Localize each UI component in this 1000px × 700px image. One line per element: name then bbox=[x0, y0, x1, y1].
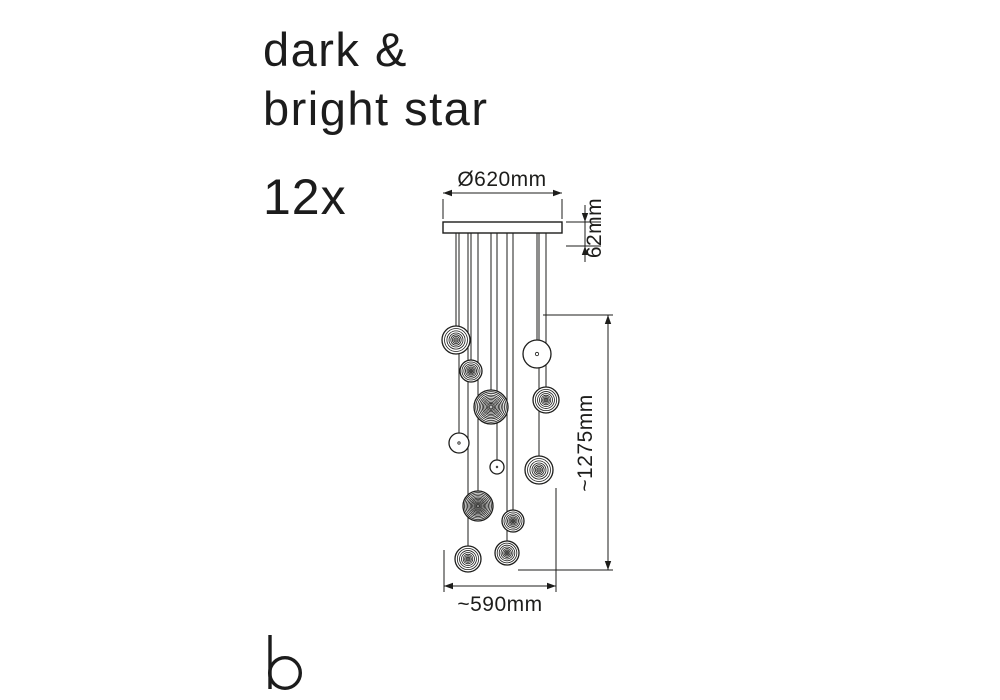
ceiling-canopy bbox=[442, 221, 563, 234]
pendant-sphere-ringed bbox=[524, 455, 554, 485]
pendant-sphere-ringed bbox=[454, 545, 482, 573]
pendant-sphere-plain bbox=[489, 459, 505, 475]
pendant-sphere-dense bbox=[473, 389, 509, 425]
quantity-label: 12x bbox=[263, 169, 347, 225]
product-title-line1: dark & bbox=[263, 23, 408, 76]
pendant-sphere-ringed bbox=[494, 540, 520, 566]
pendant-sphere-ringed bbox=[532, 386, 560, 414]
pendant-sphere-plain bbox=[522, 339, 552, 369]
bomma-b-logo-icon bbox=[267, 635, 303, 691]
pendant-sphere-ringed bbox=[501, 509, 525, 533]
pendant-sphere-plain bbox=[448, 432, 470, 454]
dim-drop-height: ~1275mm bbox=[518, 314, 613, 571]
dim-label-canopy-diameter: Ø620mm bbox=[457, 168, 546, 191]
dim-canopy-diameter: Ø620mm bbox=[442, 168, 563, 219]
product-title: dark & bright star bbox=[263, 20, 488, 138]
dim-label-drop-height: ~1275mm bbox=[574, 394, 597, 491]
pendant-cluster bbox=[441, 233, 560, 573]
pendant-sphere-ringed bbox=[441, 325, 471, 355]
pendant-sphere-ringed bbox=[459, 359, 483, 383]
pendant-sphere-dense bbox=[462, 490, 494, 522]
product-title-line2: bright star bbox=[263, 82, 489, 135]
dim-label-spread-width: ~590mm bbox=[457, 593, 542, 616]
dim-spread-width: ~590mm bbox=[443, 488, 557, 616]
dim-canopy-height: 62mm bbox=[566, 198, 606, 262]
dim-label-canopy-height: 62mm bbox=[583, 198, 606, 258]
